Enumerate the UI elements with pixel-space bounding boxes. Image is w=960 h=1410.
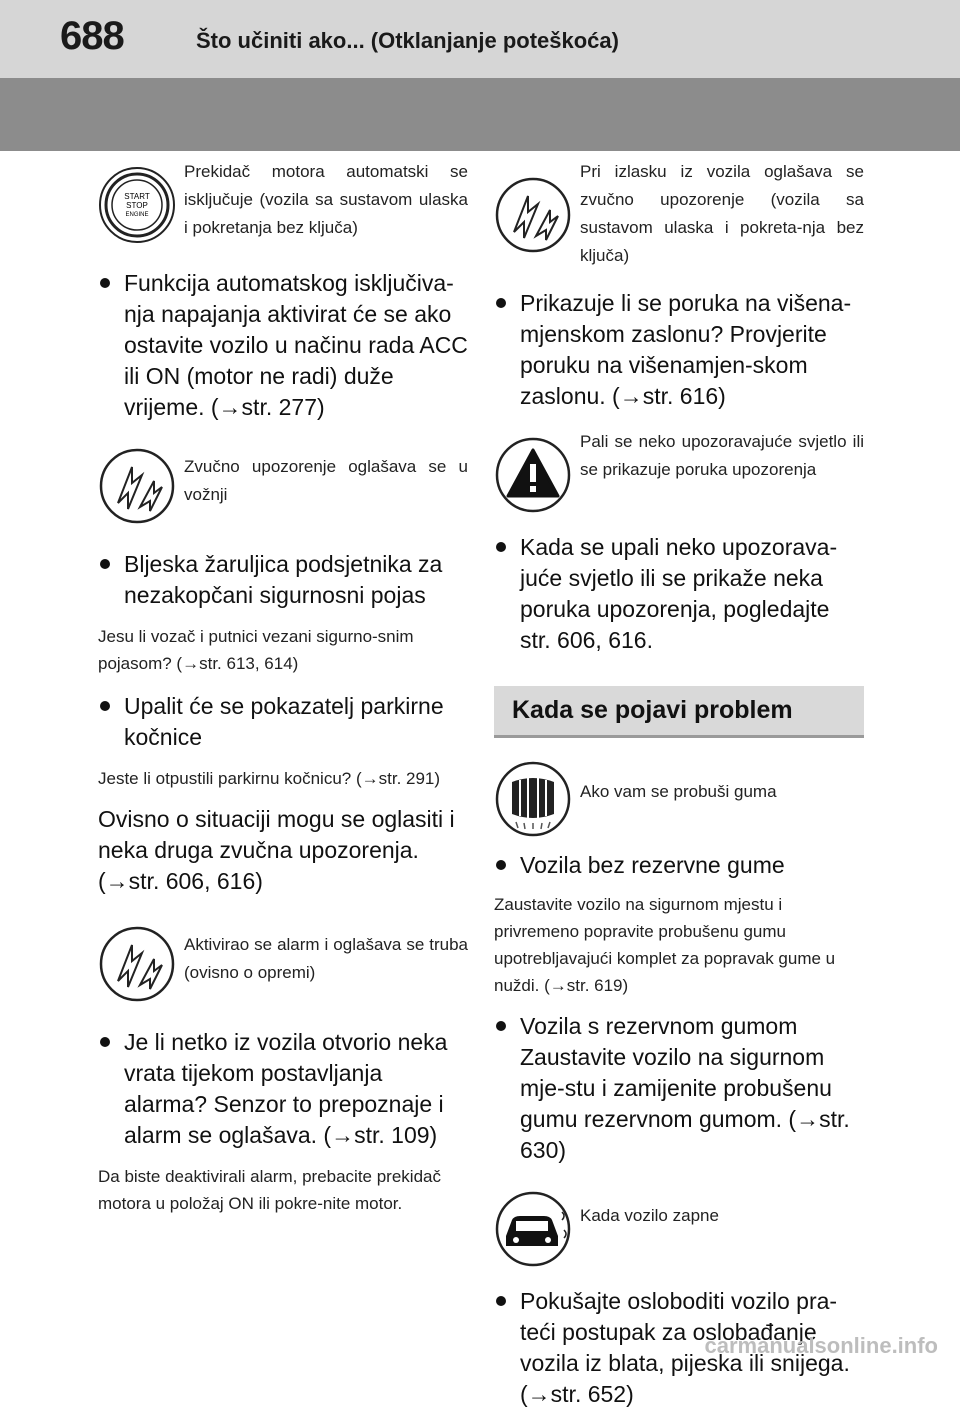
bullet-dot (100, 701, 110, 711)
bullet-dot (100, 1037, 110, 1047)
bullet-dot (496, 860, 506, 870)
bullet-dot (496, 1021, 506, 1031)
exit-buzzer-caption: Pri izlasku iz vozila oglašava se zvučno… (580, 162, 864, 265)
bullet-dot (496, 298, 506, 308)
parking-brake-note: Jeste li otpustili parkirnu kočnicu? (→s… (98, 769, 441, 788)
driving-buzzer-caption: Zvučno upozorenje oglašava se u vožnji (184, 457, 468, 504)
flat-tire-block: Ako vam se probuši guma (494, 760, 864, 850)
seatbelt-note: Jesu li vozač i putnici vezani sigurno-s… (98, 627, 414, 673)
alarm-bullet: Je li netko iz vozila otvorio neka vrata… (98, 1027, 468, 1151)
bullet-dot (496, 1296, 506, 1306)
flat-tire-icon (494, 760, 572, 838)
stuck-vehicle-icon (494, 1190, 572, 1268)
stuck-vehicle-caption: Kada vozilo zapne (580, 1206, 719, 1225)
parking-brake-bullet: Upalit će se pokazatelj parkirne kočnice (98, 691, 468, 753)
alarm-caption: Aktivirao se alarm i oglašava se truba (… (184, 935, 468, 982)
stuck-vehicle-block: Kada vozilo zapne (494, 1184, 864, 1278)
left-column: START STOP ENGINE Prekidač motora automa… (98, 150, 468, 1217)
other-warnings-text: Ovisno o situaciji mogu se oglasiti i ne… (98, 806, 455, 894)
with-spare-bullet: Vozila s rezervnom gumom Zaustavite vozi… (494, 1011, 864, 1166)
warning-light-caption: Pali se neko upozoravajuće svjetlo ili s… (580, 432, 864, 479)
alarm-note: Da biste deaktivirali alarm, prebacite p… (98, 1167, 441, 1213)
start-label: START (124, 192, 150, 201)
page-number: 688 (60, 14, 125, 58)
auto-off-bullet: Funkcija automatskog isključiva-nja napa… (98, 268, 468, 423)
page-title: Što učiniti ako... (Otklanjanje poteškoć… (196, 28, 619, 53)
section-band (0, 78, 960, 151)
engine-label: ENGINE (125, 212, 148, 218)
exit-buzzer-icon (494, 176, 572, 254)
bullet-dot (496, 542, 506, 552)
seatbelt-bullet: Bljeska žaruljica podsjetnika za nezakop… (98, 549, 468, 611)
flat-tire-caption: Ako vam se probuši guma (580, 782, 777, 801)
engine-switch-block: START STOP ENGINE Prekidač motora automa… (98, 158, 468, 258)
stop-label: STOP (126, 201, 148, 210)
watermark: carmanualsonline.info (704, 1333, 939, 1358)
engine-switch-caption: Prekidač motora automatski se isključuje… (184, 162, 468, 237)
section-heading: Kada se pojavi problem (494, 686, 864, 738)
warning-exclamation-icon (494, 436, 572, 514)
warning-light-block: Pali se neko upozoravajuće svjetlo ili s… (494, 428, 864, 522)
alarm-buzzer-icon (98, 925, 176, 1003)
exit-buzzer-block: Pri izlasku iz vozila oglašava se zvučno… (494, 158, 864, 278)
buzzer-icon (98, 447, 176, 525)
start-stop-button-icon: START STOP ENGINE (98, 166, 176, 244)
warning-light-bullet: Kada se upali neko upozorava-juće svjetl… (494, 532, 864, 656)
multi-info-bullet: Prikazuje li se poruka na višena-mjensko… (494, 288, 864, 412)
bullet-dot (100, 559, 110, 569)
no-spare-note: Zaustavite vozilo na sigurnom mjestu i p… (494, 895, 836, 995)
right-column: Pri izlasku iz vozila oglašava se zvučno… (494, 150, 864, 1410)
driving-buzzer-block: Zvučno upozorenje oglašava se u vožnji (98, 439, 468, 535)
alarm-block: Aktivirao se alarm i oglašava se truba (… (98, 917, 468, 1013)
bullet-dot (100, 278, 110, 288)
header-band (0, 0, 960, 78)
no-spare-bullet: Vozila bez rezervne gume (494, 850, 864, 881)
